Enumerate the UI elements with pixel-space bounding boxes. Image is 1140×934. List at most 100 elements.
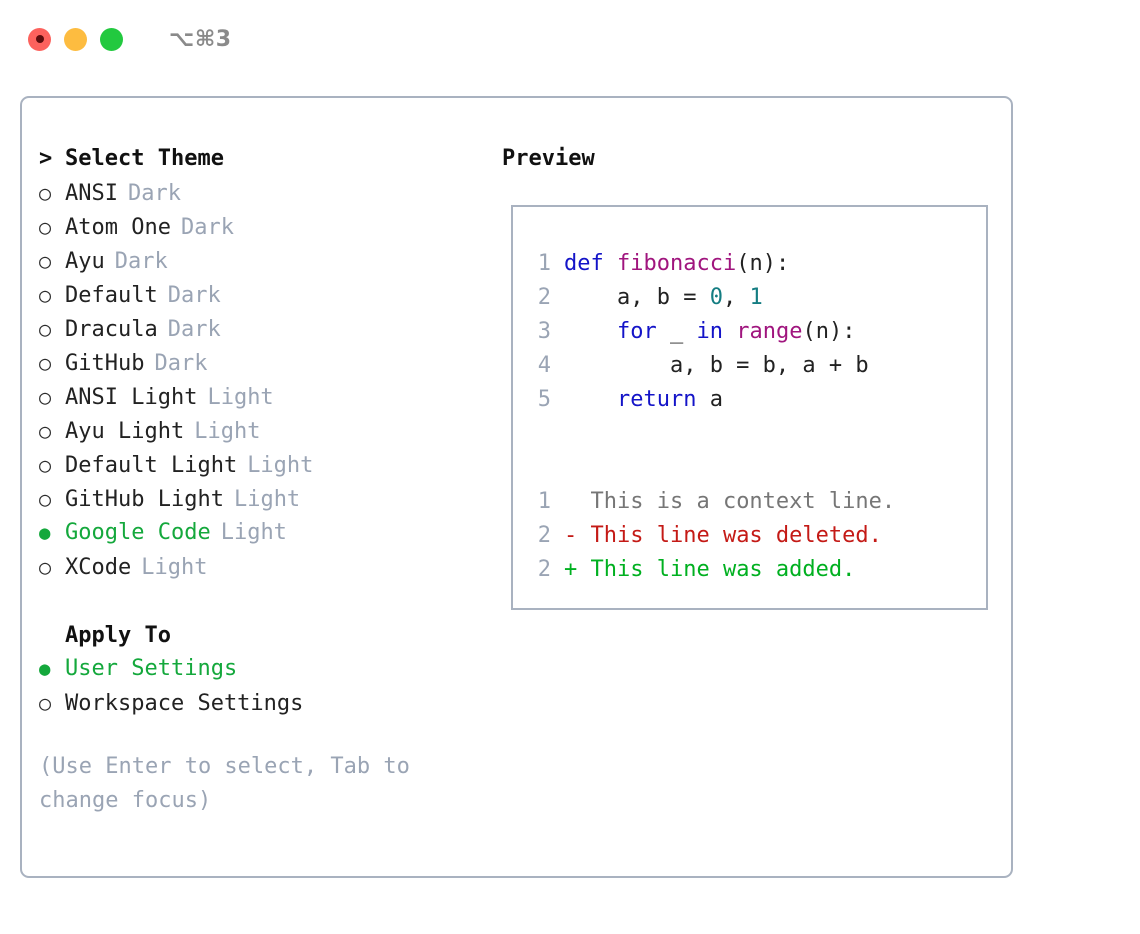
spacer-icon: · bbox=[39, 618, 65, 652]
title-bar: ⌥⌘3 bbox=[0, 0, 1140, 78]
theme-item-badge: Dark bbox=[127, 181, 181, 206]
theme-item-badge: Dark bbox=[154, 351, 208, 376]
theme-item-label: Ayu bbox=[65, 249, 105, 274]
theme-item-label: Ayu Light bbox=[65, 419, 185, 444]
theme-item-ayu-light[interactable]: ○ Ayu Light Light bbox=[39, 414, 499, 448]
code-line: 5 return a bbox=[525, 383, 986, 417]
radio-on-icon[interactable]: ● bbox=[39, 658, 51, 680]
theme-item-atom-one[interactable]: ○ Atom One Dark bbox=[39, 210, 499, 244]
radio-off-icon[interactable]: ○ bbox=[39, 691, 52, 715]
keyboard-shortcut-label: ⌥⌘3 bbox=[169, 26, 232, 52]
apply-to-item-label: Workspace Settings bbox=[65, 691, 304, 716]
theme-item-badge: Light bbox=[233, 487, 301, 512]
theme-item-badge: Light bbox=[141, 555, 208, 580]
diff-line-text: This is a context line. bbox=[577, 489, 896, 514]
radio-off-icon[interactable]: ○ bbox=[39, 283, 52, 307]
radio-off-icon[interactable]: ○ bbox=[39, 453, 52, 477]
maximize-button[interactable] bbox=[100, 27, 123, 51]
line-number: 1 bbox=[537, 251, 551, 276]
radio-off-icon[interactable]: ○ bbox=[39, 317, 52, 341]
apply-to-heading: · Apply To bbox=[39, 618, 499, 652]
theme-item-label: XCode bbox=[65, 555, 132, 580]
theme-item-badge: Dark bbox=[167, 283, 221, 308]
radio-off-icon[interactable]: ○ bbox=[39, 249, 52, 273]
theme-item-dracula[interactable]: ○ Dracula Dark bbox=[39, 312, 499, 346]
diff-line-text: This line was added. bbox=[577, 557, 856, 582]
theme-picker-heading-label: Select Theme bbox=[65, 146, 224, 171]
diff-line-context: 1 This is a context line. bbox=[525, 485, 986, 519]
radio-off-icon[interactable]: ○ bbox=[39, 351, 52, 375]
line-number: 1 bbox=[537, 489, 551, 514]
theme-picker: > Select Theme ○ ANSI Dark ○ Atom One Da… bbox=[39, 142, 499, 720]
theme-item-label: Default bbox=[65, 283, 158, 308]
radio-off-icon[interactable]: ○ bbox=[39, 385, 52, 409]
code-line-text: for _ in range(n): bbox=[616, 319, 856, 344]
theme-item-label: ANSI bbox=[65, 181, 118, 206]
theme-item-default-light[interactable]: ○ Default Light Light bbox=[39, 448, 499, 482]
theme-item-badge: Dark bbox=[114, 249, 168, 274]
line-number: 2 bbox=[537, 523, 551, 548]
radio-off-icon[interactable]: ○ bbox=[39, 555, 52, 579]
code-line-text: def fibonacci(n): bbox=[564, 251, 790, 276]
diff-sign: + bbox=[564, 557, 578, 582]
line-number: 2 bbox=[537, 557, 551, 582]
diff-line-text: This line was deleted. bbox=[577, 523, 882, 548]
code-line-text: return a bbox=[616, 387, 723, 412]
theme-item-ansi-light[interactable]: ○ ANSI Light Light bbox=[39, 380, 499, 414]
code-blank-line bbox=[525, 417, 986, 451]
line-number: 5 bbox=[537, 387, 551, 412]
code-line-text: a, b = b, a + b bbox=[564, 353, 869, 378]
theme-item-ayu[interactable]: ○ Ayu Dark bbox=[39, 244, 499, 278]
code-line: 4 a, b = b, a + b bbox=[525, 349, 986, 383]
theme-item-label: GitHub bbox=[65, 351, 145, 376]
preview-code-box: 1 def fibonacci(n): 2 a, b = 0, 1 3 for … bbox=[511, 205, 988, 610]
theme-item-label: Dracula bbox=[65, 317, 158, 342]
line-number: 2 bbox=[537, 285, 551, 310]
code-line: 3 for _ in range(n): bbox=[525, 315, 986, 349]
apply-to-item-label: User Settings bbox=[65, 656, 238, 681]
theme-item-github-light[interactable]: ○ GitHub Light Light bbox=[39, 482, 499, 516]
radio-off-icon[interactable]: ○ bbox=[39, 487, 52, 511]
theme-item-ansi[interactable]: ○ ANSI Dark bbox=[39, 176, 499, 210]
theme-item-default[interactable]: ○ Default Dark bbox=[39, 278, 499, 312]
diff-line-deleted: 2 - This line was deleted. bbox=[525, 519, 986, 553]
code-line-text: a, b = 0, 1 bbox=[564, 285, 763, 310]
chevron-right-icon: > bbox=[39, 146, 53, 171]
theme-item-badge: Dark bbox=[180, 215, 234, 240]
apply-to-heading-label: Apply To bbox=[65, 623, 171, 648]
theme-picker-heading: > Select Theme bbox=[39, 142, 499, 176]
keyboard-hint-text: (Use Enter to select, Tab to change focu… bbox=[39, 754, 410, 813]
code-line: 2 a, b = 0, 1 bbox=[525, 281, 986, 315]
theme-item-badge: Light bbox=[220, 520, 287, 545]
theme-item-xcode[interactable]: ○ XCode Light bbox=[39, 550, 499, 584]
code-blank-line bbox=[525, 451, 986, 485]
theme-item-label: Google Code bbox=[65, 520, 211, 545]
minimize-button[interactable] bbox=[64, 27, 87, 51]
diff-sign bbox=[564, 485, 577, 519]
radio-off-icon[interactable]: ○ bbox=[39, 181, 52, 205]
theme-item-label: ANSI Light bbox=[65, 385, 198, 410]
apply-to-item-workspace-settings[interactable]: ○ Workspace Settings bbox=[39, 686, 499, 720]
theme-item-badge: Dark bbox=[167, 317, 221, 342]
close-button[interactable] bbox=[28, 27, 51, 51]
theme-item-badge: Light bbox=[247, 453, 314, 478]
traffic-light-group bbox=[28, 27, 123, 51]
diff-line-added: 2 + This line was added. bbox=[525, 553, 986, 587]
line-number: 4 bbox=[537, 353, 551, 378]
radio-off-icon[interactable]: ○ bbox=[39, 419, 52, 443]
theme-item-github[interactable]: ○ GitHub Dark bbox=[39, 346, 499, 380]
radio-on-icon[interactable]: ● bbox=[39, 522, 51, 544]
diff-sign: - bbox=[564, 523, 578, 548]
theme-item-label: Atom One bbox=[65, 215, 171, 240]
content-panel: > Select Theme ○ ANSI Dark ○ Atom One Da… bbox=[20, 96, 1013, 878]
code-line: 1 def fibonacci(n): bbox=[525, 247, 986, 281]
theme-item-label: GitHub Light bbox=[65, 487, 224, 512]
theme-item-google-code[interactable]: ● Google Code Light bbox=[39, 516, 499, 550]
radio-off-icon[interactable]: ○ bbox=[39, 215, 52, 239]
theme-item-badge: Light bbox=[194, 419, 261, 444]
section-divider-gap bbox=[39, 584, 499, 618]
preview-title: Preview bbox=[502, 146, 595, 171]
apply-to-item-user-settings[interactable]: ● User Settings bbox=[39, 652, 499, 686]
